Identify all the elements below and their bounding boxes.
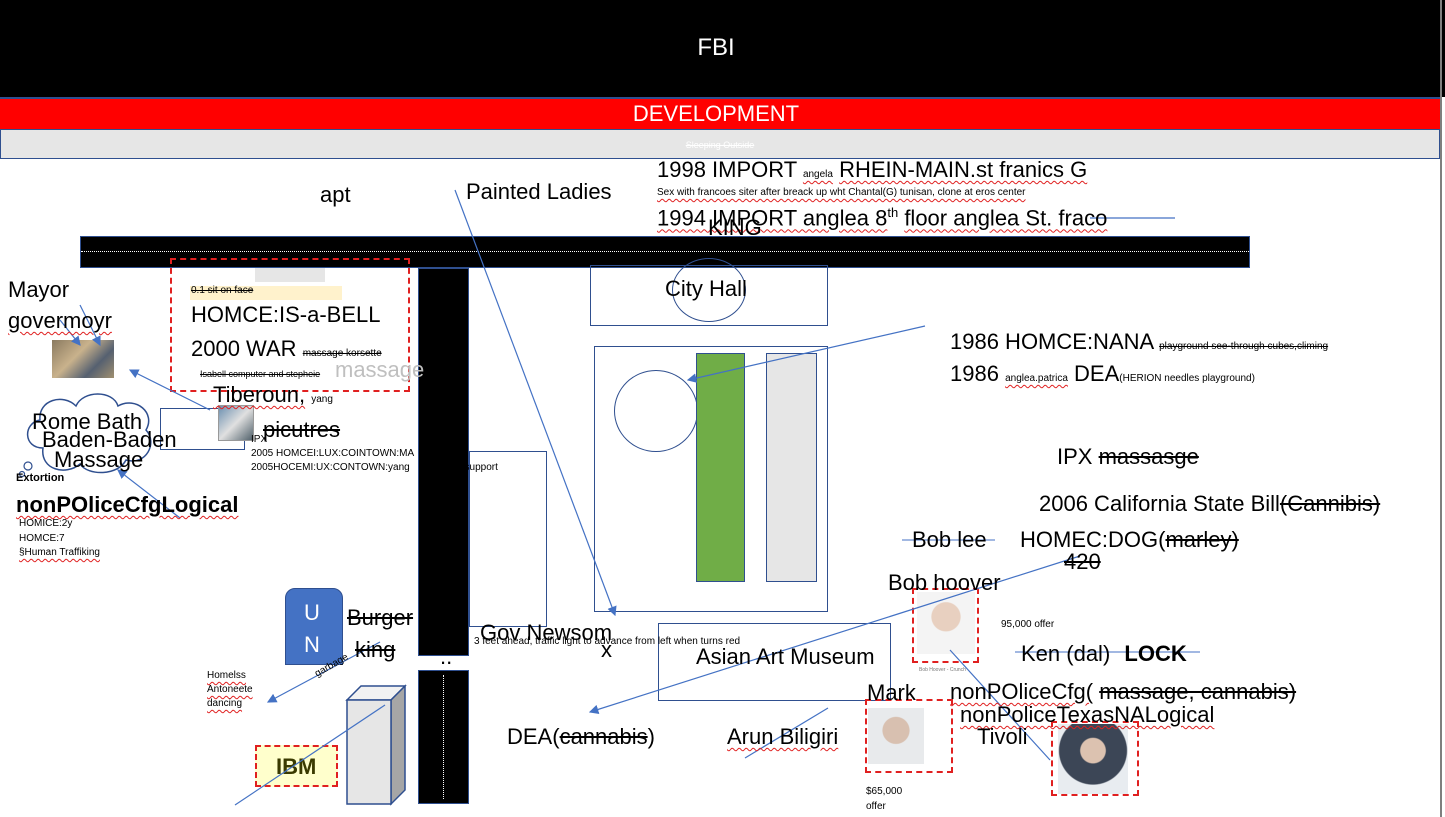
right-edge-line [1440,0,1442,817]
ipx-label: IPX massasge [1057,444,1199,469]
tiberoun-label: Tiberoun, yang [213,382,333,407]
sit-on-face-field [190,286,342,300]
antoneete-label: Antoneete [207,684,253,695]
traffic-note: 3 feet ahead, traffic light to advance f… [474,636,741,647]
asian-art-box [658,623,891,701]
plaza-box [594,346,828,612]
tivoli-label: Tivoli [977,724,1028,749]
grey-field [255,268,325,282]
tivoli-frame [1051,721,1139,796]
war-2000-label: 2000 WAR massage korsette [191,336,382,361]
nonpolice-cfg-label: nonPOliceCfg( massage, cannabis) [950,679,1297,704]
vertical-street-top [418,268,469,656]
homeless-label: Homelss [207,670,246,681]
bob-hoover-caption: Bob Hoover - Crunch [919,667,966,673]
state-bill-label: 2006 California State Bill(Cannibis) [1039,491,1381,516]
nonpolice-texas-label: nonPoliceTexasNALogical [960,702,1215,727]
development-banner [0,97,1440,129]
isabell-label: Isabell computer and stepheie [200,369,321,379]
burger-label: Burger [347,605,414,630]
green-block [696,353,745,582]
bob-hoover-frame [912,588,979,663]
homce-bell-label: HOMCE:IS-a-BELL [191,302,381,327]
homce-bell-box [170,258,410,392]
arun-label: Arun Biligiri [727,724,839,749]
support-box [469,451,547,627]
tivoli-photo [1058,724,1128,794]
city-hall-label: City Hall [665,276,747,301]
dea-cannabis-label: DEA(cannabis) [507,724,655,749]
hocemi-2005-label: 2005HOCEMI:UX:CONTOWN:yang support [251,462,498,473]
header-title: FBI [697,34,735,61]
picutres-label: picutres [263,417,341,442]
un-box [285,588,343,665]
vertical-street-bottom [418,670,469,804]
development-title: DEVELOPMENT [632,101,800,126]
un-letter-n: N [304,632,320,657]
king-label: king [355,637,396,662]
ibm-tower [345,684,407,806]
un-letter-u: U [304,600,320,625]
sex-line: Sex with francoes siter after breack up … [657,187,1026,198]
subbar-text: Sleeping Outside [685,140,755,150]
human-traffiking-label: §Human Traffiking [19,547,100,558]
bob-hoover-label: Bob hoover [888,570,1001,595]
city-hall-circle [672,258,746,322]
ibm-box [255,745,338,787]
ken-label: Ken (dal) LOCK [1021,641,1187,666]
massage-ghost-label: massage [335,357,425,382]
painted-ladies-label: Painted Ladies [466,179,612,204]
homice-2y-label: HOMICE:2y [19,518,73,529]
apt-label: apt [320,182,351,207]
offer-65-b: offer [866,801,886,812]
rome-bath-label: Rome Bath [32,409,143,434]
ibm-label: IBM [276,754,317,779]
import-1994: 1994 IMPORT anglea 8th floor anglea St. … [657,205,1108,231]
cloud-shape [18,393,152,478]
picture-thumbnail [218,405,254,441]
dots-label: .. [440,644,453,669]
offer-95-label: 95,000 offer [1001,619,1055,630]
horizontal-street [80,236,1250,268]
sit-on-face-label: 0.1 sit on face [191,285,254,296]
govermoyr-label: govermoyr [8,308,112,333]
dancing-label: dancing [207,698,243,709]
import-1998: 1998 IMPORT angela RHEIN-MAIN.st franics… [657,157,1088,182]
x-label: x [601,637,612,662]
bob-lee-label: Bob lee [912,527,987,552]
subbar [0,129,1440,159]
gov-newsom-label: Gov Newsom [480,620,613,645]
mark-photo [868,708,924,764]
mark-frame [865,699,953,773]
king-top-label: KING [708,215,762,240]
plaza-circle [614,370,698,452]
bob-hoover-photo [917,592,975,654]
grey-block [766,353,817,582]
extortion-label: Extortion [16,472,65,484]
ipx-small-label: IPX [251,434,268,445]
homce-7-label: HOMCE:7 [19,533,65,544]
street-photo [52,340,114,378]
header-bar [0,0,1445,97]
mark-label: Mark [867,680,916,705]
massage-cloud-label: Massage [54,447,144,472]
asian-art-label: Asian Art Museum [696,644,875,669]
homcei-2005-label: 2005 HOMCEI:LUX:COINTOWN:MA [251,448,415,459]
homec-dog-label: HOMEC:DOG(marley) [1020,527,1239,552]
baden-baden-label: Baden-Baden [42,427,177,452]
dea-1986-label: 1986 anglea.patrica DEA(HERION needles p… [950,361,1255,386]
mayor-label: Mayor [8,277,70,302]
nonpolice-logical-label: nonPOliceCfgLogical [16,492,239,517]
offer-65-a: $65,000 [866,786,903,797]
n420-label: 420 [1064,549,1101,574]
homce-nana-label: 1986 HOMCE:NANA playground see-through c… [950,329,1329,354]
